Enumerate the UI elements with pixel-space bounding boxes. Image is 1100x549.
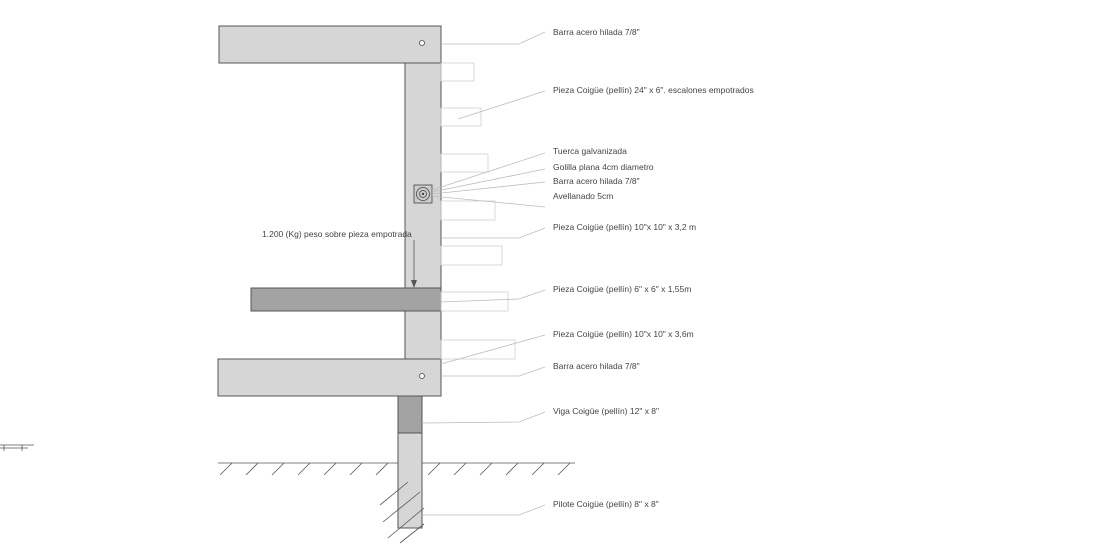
label-piece-lower: Pieza Coigüe (pellín) 10"x 10" x 3,6m — [553, 329, 694, 339]
top-horizontal-piece — [218, 25, 442, 64]
stray-mark — [0, 444, 34, 451]
bolt-top-icon — [419, 40, 425, 46]
load-arrow-icon — [411, 240, 417, 288]
crossbar — [250, 287, 442, 312]
vertical-post — [404, 62, 442, 360]
label-pile: Pilote Coigüe (pellín) 8" x 8" — [553, 499, 659, 509]
bolt-bottom-icon — [419, 373, 425, 379]
label-bar-mid: Barra acero hilada 7/8" — [553, 176, 640, 186]
bottom-horizontal-piece — [217, 358, 442, 397]
beam — [397, 395, 423, 434]
embedded-steps — [440, 62, 516, 360]
label-beam: Viga Coigüe (pellín) 12" x 8" — [553, 406, 659, 416]
label-bar-top: Barra acero hilada 7/8" — [553, 27, 640, 37]
label-nut: Tuerca galvanizada — [553, 146, 627, 156]
pile-hatching — [379, 481, 425, 544]
label-piece-steps: Pieza Coigüe (pellín) 24" x 6". escalone… — [553, 85, 754, 95]
label-countersink: Avellanado 5cm — [553, 191, 613, 201]
load-annotation: 1.200 (Kg) peso sobre pieza empotrada — [262, 229, 412, 239]
label-washer: Golilla plana 4cm diametro — [553, 162, 654, 172]
label-bar-bottom: Barra acero hilada 7/8" — [553, 361, 640, 371]
leader-lines — [421, 31, 546, 516]
bolt-assembly-icon — [413, 184, 433, 204]
label-piece-crossbar: Pieza Coigüe (pellín) 6" x 6" x 1,55m — [553, 284, 691, 294]
ground-line — [218, 462, 575, 476]
label-piece-upper: Pieza Coigüe (pellín) 10"x 10" x 3,2 m — [553, 222, 696, 232]
